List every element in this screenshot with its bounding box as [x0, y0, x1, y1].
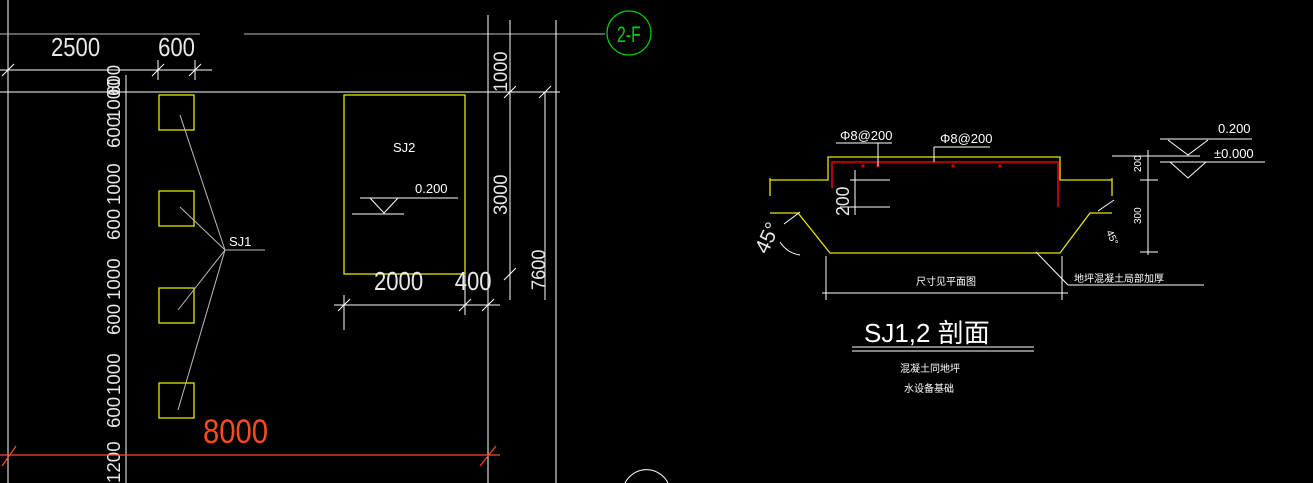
section-subtitle-1: 混凝土同地坪 — [900, 362, 960, 375]
dim-tick — [503, 267, 517, 281]
dim-tick — [538, 85, 552, 99]
vdim-600: 600 — [103, 304, 124, 335]
right-dim-3000: 3000 — [489, 175, 511, 215]
dim-tick — [1, 445, 17, 467]
pit-sj2-label: SJ2 — [393, 140, 415, 155]
top-dim-600: 600 — [158, 33, 195, 62]
section-rebar — [831, 161, 1059, 207]
angle-label-left: 45° — [751, 219, 785, 257]
vdim-1000: 1000 — [103, 258, 124, 300]
sj1-leader-lines — [177, 114, 265, 411]
dim-tick — [337, 298, 351, 312]
rebar-dots — [861, 164, 1002, 168]
section-subtitle-2: 水设备基础 — [904, 382, 954, 395]
right-dim-7600: 7600 — [527, 250, 549, 290]
vdim-600: 600 — [103, 209, 124, 240]
level-zero-label: ±0.000 — [1214, 146, 1254, 161]
section-view: Φ8@200 Φ8@200 200 45° 0.200 ±0.000 200 3… — [751, 121, 1265, 395]
level-marks — [1112, 138, 1265, 179]
vdim-600: 600 — [103, 397, 124, 428]
pit-sj1-square — [158, 190, 195, 227]
dim-200-left: 200 — [833, 186, 853, 216]
angle-leader-left — [783, 211, 801, 225]
left-vertical-dim-labels: 1200 600 1000 600 1000 600 1000 600 1000… — [103, 65, 124, 483]
axis-label: 2-F — [617, 24, 641, 48]
axis-bubble — [606, 10, 652, 56]
dim-tick — [188, 63, 202, 77]
vdim-1000: 1000 — [103, 163, 124, 205]
pit-sj1-square — [158, 94, 195, 131]
section-title: SJ1,2 剖面 — [864, 318, 990, 348]
vdim-600: 600 — [103, 65, 124, 96]
pit-sj2-rect — [343, 94, 466, 275]
dim-200-right: 200 — [1133, 155, 1144, 172]
pit-sj1-square — [158, 287, 195, 324]
pit-sj2-level-marker — [352, 197, 458, 215]
vdim-1000: 1000 — [103, 78, 124, 120]
top-dim-2500: 2500 — [51, 33, 100, 62]
pit-sj1-label: SJ1 — [229, 234, 251, 249]
sj2-dim-2000: 2000 — [374, 267, 423, 296]
pit-sj2-level: 0.200 — [415, 181, 448, 196]
dim-tick — [1, 63, 15, 77]
level-top-label: 0.200 — [1218, 121, 1251, 136]
vdim-1200: 1200 — [103, 441, 124, 483]
dim-300: 300 — [1133, 207, 1144, 224]
rebar-label-right: Φ8@200 — [940, 131, 993, 146]
dim-tick — [151, 63, 165, 77]
dim-tick — [458, 298, 472, 312]
rebar-label-left: Φ8@200 — [840, 128, 893, 143]
dim-tick — [479, 445, 497, 467]
axis-bubble-partial — [624, 469, 669, 483]
angle-leader-right — [1097, 199, 1115, 212]
dim-tick — [503, 85, 517, 99]
floor-note: 地坪混凝土局部加厚 — [1074, 272, 1164, 285]
floor-note-leader — [1035, 251, 1069, 286]
pit-sj1-square — [158, 382, 195, 419]
angle-label-right: 45° — [1103, 229, 1119, 247]
size-note: 尺寸见平面图 — [916, 275, 976, 288]
plan-view: 2500 600 1200 600 1000 600 1000 600 1000… — [0, 0, 669, 483]
angle-arc-left — [779, 241, 801, 256]
section-top-outline — [770, 156, 1112, 181]
vdim-600: 600 — [103, 117, 124, 148]
vdim-1000: 1000 — [103, 353, 124, 395]
section-bottom-outline — [770, 212, 1112, 254]
sj2-dim-400: 400 — [455, 267, 492, 296]
dim-tick — [481, 298, 495, 312]
bottom-dim-8000: 8000 — [203, 412, 268, 451]
right-dim-1000: 1000 — [489, 52, 511, 92]
